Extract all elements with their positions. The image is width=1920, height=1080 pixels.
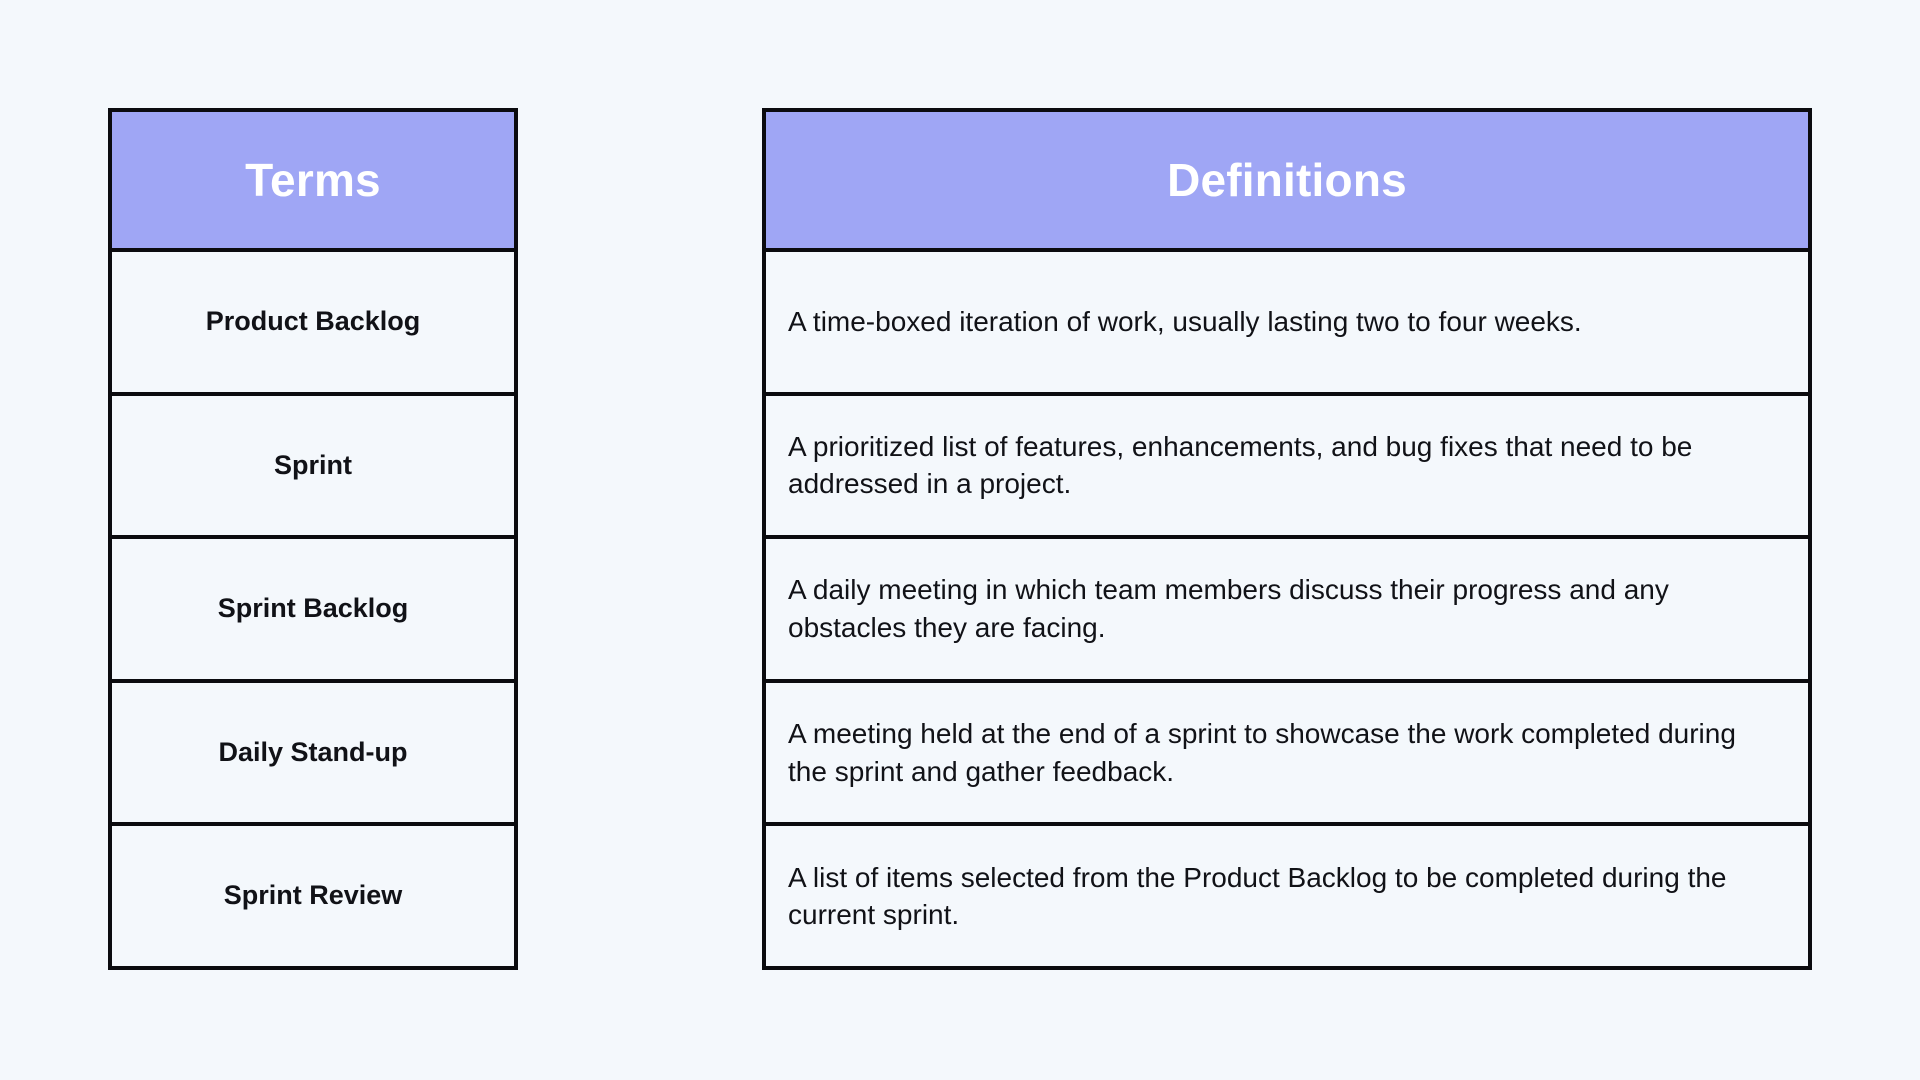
terms-table-header: Terms xyxy=(112,112,514,252)
terms-table: Terms Product Backlog Sprint Sprint Back… xyxy=(108,108,518,970)
table-row[interactable]: Sprint xyxy=(112,396,514,540)
table-row[interactable]: Sprint Review xyxy=(112,826,514,966)
term-label: Sprint Review xyxy=(223,880,403,911)
definition-text: A meeting held at the end of a sprint to… xyxy=(788,718,1736,787)
term-label: Daily Stand-up xyxy=(218,736,408,767)
table-row[interactable]: A list of items selected from the Produc… xyxy=(766,826,1808,966)
definition-text: A prioritized list of features, enhancem… xyxy=(788,430,1693,500)
definition-text: A time-boxed iteration of work, usually … xyxy=(788,306,1582,338)
definitions-table-header: Definitions xyxy=(766,112,1808,252)
table-row[interactable]: Sprint Backlog xyxy=(112,539,514,683)
table-row[interactable]: A prioritized list of features, enhancem… xyxy=(766,396,1808,540)
table-row[interactable]: A time-boxed iteration of work, usually … xyxy=(766,252,1808,396)
definition-text: A daily meeting in which team members di… xyxy=(788,574,1669,643)
definition-text: A list of items selected from the Produc… xyxy=(788,861,1727,931)
definitions-table: Definitions A time-boxed iteration of wo… xyxy=(762,108,1812,970)
term-label: Product Backlog xyxy=(205,305,421,336)
term-label: Sprint Backlog xyxy=(217,593,409,624)
table-row[interactable]: A daily meeting in which team members di… xyxy=(766,539,1808,683)
table-row[interactable]: Product Backlog xyxy=(112,252,514,396)
table-row[interactable]: Daily Stand-up xyxy=(112,683,514,827)
table-row[interactable]: A meeting held at the end of a sprint to… xyxy=(766,683,1808,827)
term-label: Sprint xyxy=(274,449,352,480)
